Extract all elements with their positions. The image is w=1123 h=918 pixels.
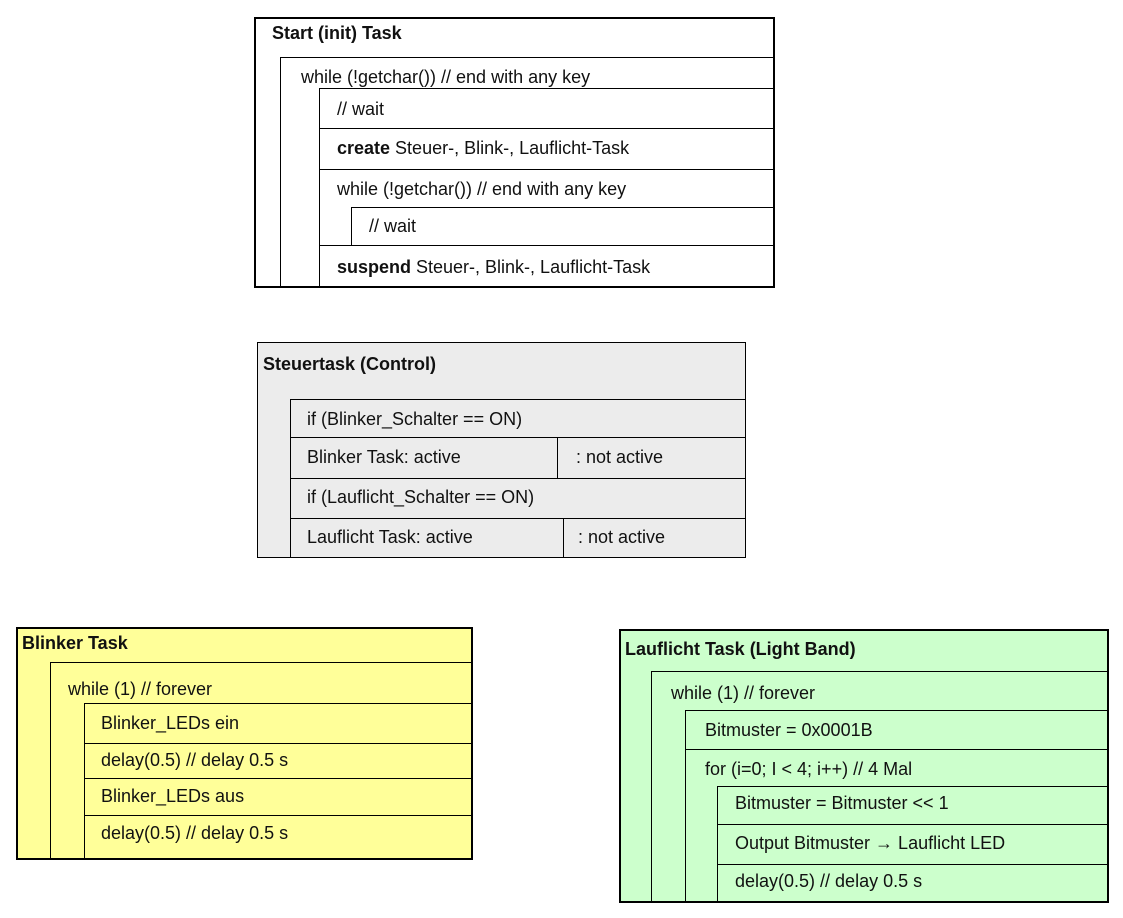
blinker-task-diagram: Blinker Task while (1) // forever Blinke… — [16, 627, 473, 860]
blinker-loop-label: while (1) // forever — [68, 679, 213, 699]
blinker-sep-1 — [84, 703, 473, 704]
lauflicht-sep-5 — [717, 864, 1109, 865]
lauflicht-output: Output Bitmuster → Lauflicht LED — [735, 833, 1006, 853]
lauflicht-for-loop: for (i=0; I < 4; i++) // 4 Mal — [705, 759, 913, 779]
lauflicht-loop-bar — [651, 671, 652, 903]
blinker-sep-2 — [84, 743, 473, 744]
lauflicht-task-title: Lauflicht Task (Light Band) — [625, 639, 856, 659]
steuer-if-blinker: if (Blinker_Schalter == ON) — [307, 409, 523, 429]
blinker-title-separator — [50, 662, 473, 663]
start-sep-b — [319, 169, 775, 170]
start-title-separator — [280, 57, 775, 58]
lauflicht-title-separator — [651, 671, 1109, 672]
start-sep-c — [319, 245, 775, 246]
steuer-sep-top — [290, 399, 745, 400]
start-suspend-statement: suspend Steuer-, Blink-, Lauflicht-Task — [337, 256, 650, 278]
steuer-task-title: Steuertask (Control) — [263, 354, 437, 374]
start-loop2-label: while (!getchar()) // end with any key — [337, 179, 627, 199]
steuer-lauflicht-divider — [563, 518, 564, 557]
steuer-if-lauflicht: if (Lauflicht_Schalter == ON) — [307, 487, 535, 507]
blinker-leds-on: Blinker_LEDs ein — [101, 713, 240, 733]
lauflicht-task-diagram: Lauflicht Task (Light Band) while (1) //… — [619, 629, 1109, 903]
blinker-leds-off: Blinker_LEDs aus — [101, 786, 245, 806]
lauflicht-sep-2 — [685, 749, 1109, 750]
lauflicht-delay: delay(0.5) // delay 0.5 s — [735, 871, 923, 891]
start-create-statement: create Steuer-, Blink-, Lauflicht-Task — [337, 137, 629, 159]
lauflicht-for-bar — [717, 786, 718, 903]
start-loop1-underline — [319, 88, 775, 89]
steuer-blinker-active: Blinker Task: active — [307, 447, 461, 467]
start-loop1-label: while (!getchar()) // end with any key — [301, 67, 591, 87]
steuer-sep-2 — [290, 478, 745, 479]
create-keyword: create — [337, 138, 391, 158]
start-wait1: // wait — [337, 99, 385, 119]
blinker-task-title: Blinker Task — [22, 633, 128, 653]
suspend-rest: Steuer-, Blink-, Lauflicht-Task — [411, 257, 651, 277]
steuer-sep-3 — [290, 518, 745, 519]
blinker-delay-1: delay(0.5) // delay 0.5 s — [101, 750, 289, 770]
lauflicht-sep-1 — [685, 710, 1109, 711]
steuer-lauflicht-not-active: : not active — [578, 527, 666, 547]
lauflicht-sep-4 — [717, 824, 1109, 825]
suspend-keyword: suspend — [337, 257, 412, 277]
start-task-title: Start (init) Task — [272, 23, 402, 43]
start-loop2-underline — [351, 207, 775, 208]
steuer-sep-1 — [290, 437, 745, 438]
blinker-delay-2: delay(0.5) // delay 0.5 s — [101, 823, 289, 843]
lauflicht-sep-3 — [717, 786, 1109, 787]
steuer-lauflicht-active: Lauflicht Task: active — [307, 527, 473, 547]
steuer-blinker-divider — [557, 437, 558, 478]
start-wait2: // wait — [369, 216, 417, 236]
lauflicht-inner-left-line — [685, 710, 686, 903]
start-loop2-bar — [351, 207, 352, 245]
blinker-sep-3 — [84, 778, 473, 779]
lauflicht-loop-label: while (1) // forever — [671, 683, 816, 703]
create-rest: Steuer-, Blink-, Lauflicht-Task — [390, 138, 630, 158]
start-task-diagram: Start (init) Task while (!getchar()) // … — [254, 17, 775, 288]
blinker-sep-4 — [84, 815, 473, 816]
lauflicht-shift: Bitmuster = Bitmuster << 1 — [735, 793, 949, 813]
steuer-blinker-not-active: : not active — [576, 447, 664, 467]
blinker-loop-bar — [50, 662, 51, 860]
start-sep-a — [319, 128, 775, 129]
blinker-inner-left-line — [84, 703, 85, 860]
start-inner-left-line — [319, 88, 320, 288]
lauflicht-bitmuster-init: Bitmuster = 0x0001B — [705, 720, 873, 740]
steuer-task-diagram: Steuertask (Control) if (Blinker_Schalte… — [257, 342, 746, 558]
start-loop1-bar — [280, 57, 281, 288]
